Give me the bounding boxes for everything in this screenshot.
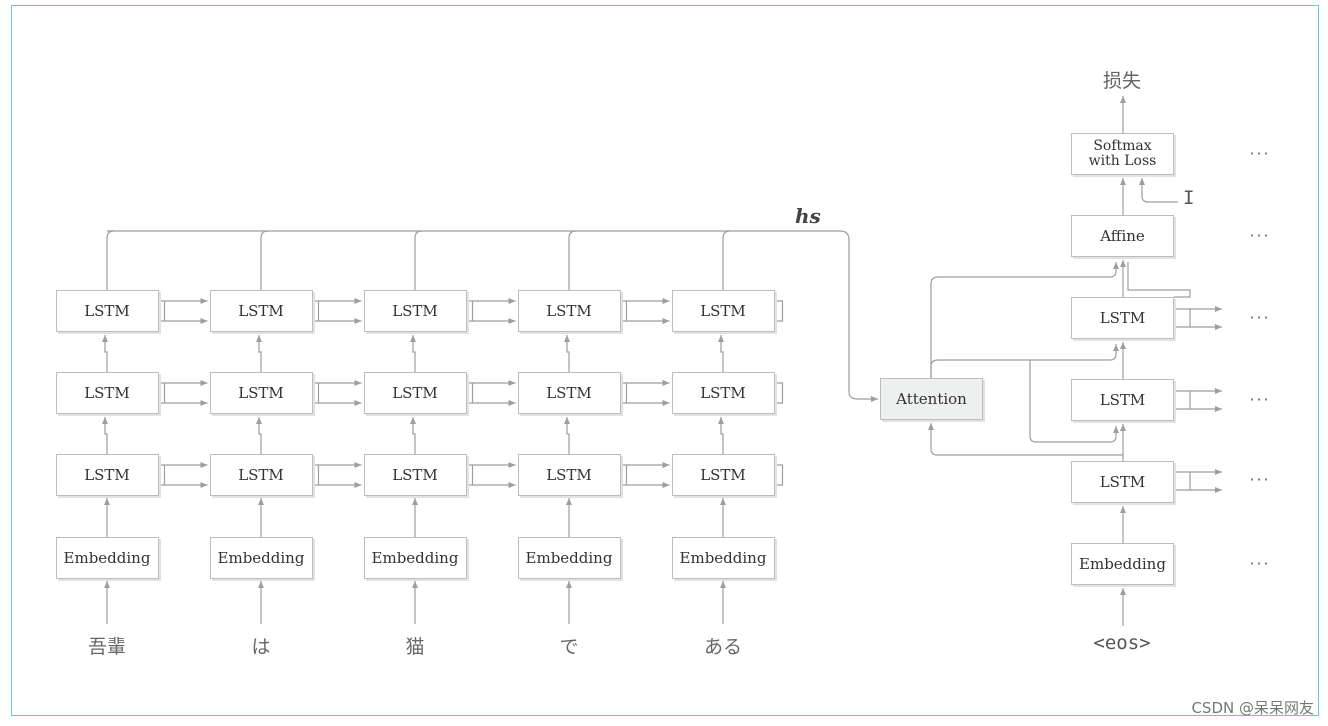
encoder-input-token: で — [559, 636, 579, 658]
connector-line — [256, 417, 262, 454]
connector-line — [722, 230, 731, 290]
affine-label: Affine — [1100, 226, 1145, 245]
encoder-lstm-label: LSTM — [392, 383, 438, 402]
encoder-lstm-label: LSTM — [700, 465, 746, 484]
connector-line — [107, 230, 878, 402]
decoder-embedding-box: Embedding — [1071, 543, 1174, 585]
encoder-embedding-label: Embedding — [63, 548, 151, 567]
encoder-lstm-box-layer3: LSTM — [363, 290, 467, 332]
encoder-embedding-box: Embedding — [363, 537, 467, 579]
encoder-lstm-label: LSTM — [84, 383, 130, 402]
encoder-lstm-label: LSTM — [84, 465, 130, 484]
encoder-embedding-box: Embedding — [209, 537, 313, 579]
connector-line — [774, 464, 784, 486]
affine-box: Affine — [1071, 215, 1174, 257]
softmax-label-line1: Softmax — [1093, 137, 1152, 154]
target-label: I — [1183, 187, 1195, 209]
encoder-lstm-box-layer1: LSTM — [671, 454, 775, 496]
encoder-embedding-label: Embedding — [525, 548, 613, 567]
encoder-lstm-label: LSTM — [546, 383, 592, 402]
encoder-input-token: 猫 — [405, 636, 425, 658]
connector-line — [1127, 262, 1191, 298]
connector-line — [564, 417, 570, 454]
connector-line — [102, 335, 108, 372]
encoder-lstm-box-layer1: LSTM — [55, 454, 159, 496]
ellipsis-lstm1: ··· — [1249, 470, 1271, 489]
encoder-lstm-label: LSTM — [700, 301, 746, 320]
decoder-input-token: <eos> — [1093, 632, 1151, 654]
encoder-lstm-label: LSTM — [238, 465, 284, 484]
decoder-lstm-label: LSTM — [1099, 390, 1146, 409]
encoder-embedding-label: Embedding — [371, 548, 459, 567]
connector-line — [568, 230, 577, 290]
encoder-lstm-label: LSTM — [392, 465, 438, 484]
encoder-lstm-box-layer3: LSTM — [517, 290, 621, 332]
softmax-with-loss-box: Softmax with Loss — [1071, 133, 1174, 175]
encoder-input-token: ある — [703, 636, 742, 658]
watermark: CSDN @呆呆网友 — [1191, 699, 1314, 717]
connector-line — [564, 335, 570, 372]
connector-line — [928, 423, 1123, 456]
attention-box: Attention — [880, 378, 983, 420]
encoder-lstm-label: LSTM — [392, 301, 438, 320]
connector-line — [102, 417, 108, 454]
encoder-lstm-label: LSTM — [84, 301, 130, 320]
ellipsis-lstm3: ··· — [1249, 308, 1271, 327]
connector-line — [774, 382, 784, 404]
hs-label: hs — [795, 204, 821, 228]
connector-line — [1139, 178, 1178, 203]
decoder-lstm-box-layer2: LSTM — [1071, 379, 1174, 421]
encoder-lstm-box-layer2: LSTM — [363, 372, 467, 414]
connector-line — [414, 230, 423, 290]
connector-line — [106, 230, 115, 290]
connector-line — [930, 262, 1119, 378]
encoder-lstm-label: LSTM — [700, 383, 746, 402]
encoder-lstm-box-layer3: LSTM — [209, 290, 313, 332]
encoder-input-token: は — [251, 636, 271, 658]
diagram-frame — [11, 5, 1319, 716]
loss-label: 损失 — [1102, 70, 1141, 92]
encoder-lstm-box-layer2: LSTM — [517, 372, 621, 414]
connector-line — [718, 335, 724, 372]
connector-line — [718, 417, 724, 454]
connector-line — [410, 417, 416, 454]
connector-line — [930, 344, 1119, 378]
ellipsis-lstm2: ··· — [1249, 390, 1271, 409]
encoder-embedding-label: Embedding — [217, 548, 305, 567]
encoder-lstm-box-layer3: LSTM — [671, 290, 775, 332]
encoder-lstm-label: LSTM — [238, 301, 284, 320]
decoder-lstm-box-layer1: LSTM — [1071, 461, 1174, 503]
ellipsis-affine: ··· — [1249, 226, 1271, 245]
decoder-lstm-label: LSTM — [1099, 472, 1146, 491]
encoder-embedding-box: Embedding — [671, 537, 775, 579]
ellipsis-softmax: ··· — [1249, 144, 1271, 163]
encoder-lstm-box-layer1: LSTM — [517, 454, 621, 496]
encoder-lstm-label: LSTM — [546, 301, 592, 320]
encoder-lstm-box-layer1: LSTM — [363, 454, 467, 496]
encoder-embedding-label: Embedding — [679, 548, 767, 567]
encoder-lstm-label: LSTM — [546, 465, 592, 484]
connector-line — [774, 300, 784, 322]
decoder-lstm-label: LSTM — [1099, 308, 1146, 327]
encoder-lstm-box-layer3: LSTM — [55, 290, 159, 332]
encoder-lstm-label: LSTM — [238, 383, 284, 402]
attention-label: Attention — [896, 389, 967, 408]
connector-line — [410, 335, 416, 372]
encoder-embedding-box: Embedding — [55, 537, 159, 579]
connector-line — [260, 230, 269, 290]
encoder-lstm-box-layer2: LSTM — [209, 372, 313, 414]
connector-line — [256, 335, 262, 372]
encoder-lstm-box-layer2: LSTM — [55, 372, 159, 414]
ellipsis-embedding: ··· — [1249, 554, 1271, 573]
encoder-embedding-box: Embedding — [517, 537, 621, 579]
encoder-lstm-box-layer2: LSTM — [671, 372, 775, 414]
softmax-label-line2: with Loss — [1088, 153, 1157, 169]
connector-line — [1029, 360, 1119, 443]
encoder-input-token: 吾輩 — [87, 636, 126, 658]
encoder-lstm-box-layer1: LSTM — [209, 454, 313, 496]
decoder-lstm-box-layer3: LSTM — [1071, 297, 1174, 339]
decoder-embedding-label: Embedding — [1079, 554, 1166, 573]
